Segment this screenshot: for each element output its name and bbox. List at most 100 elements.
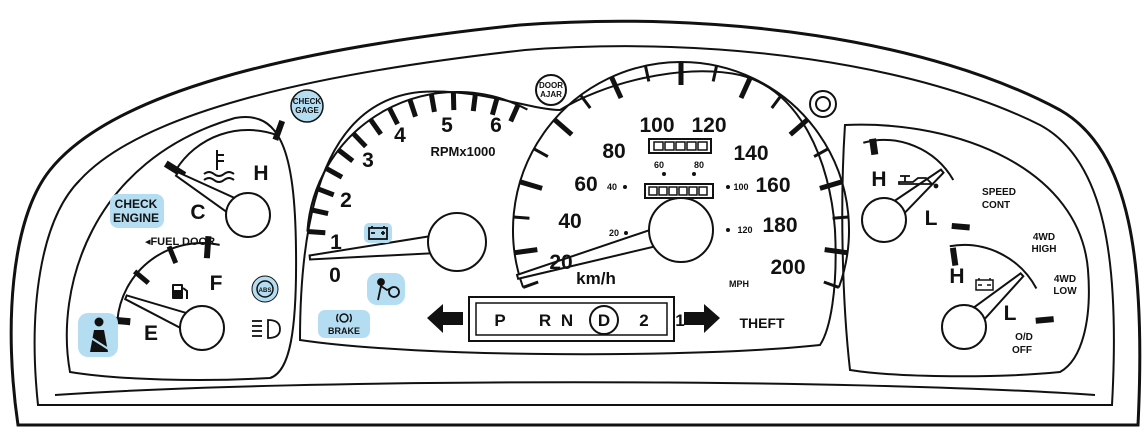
gear-position-n: N — [561, 311, 573, 330]
speed-number-60: 60 — [574, 173, 597, 196]
tach-tick — [325, 166, 344, 180]
coolant-arc — [175, 129, 278, 171]
abs-ring — [256, 280, 274, 298]
speed-number-40: 40 — [558, 210, 581, 233]
speed-number-140: 140 — [733, 142, 768, 165]
trip-odometer-digits — [653, 141, 708, 151]
speed-control-label-line1: SPEED — [982, 187, 1016, 198]
speed-number-180: 180 — [762, 214, 797, 237]
brake-icon — [336, 313, 352, 323]
mph-dot-80 — [692, 172, 696, 176]
mph-dot-20 — [624, 231, 628, 235]
tach-number-3: 3 — [362, 149, 374, 172]
mph-number-20: 20 — [609, 228, 619, 238]
cluster-inner-bezel — [33, 45, 1115, 406]
gear-position-1: 1 — [675, 311, 684, 330]
fuel-door-note: ◂FUEL DOOR — [145, 236, 215, 248]
speed-tick — [552, 117, 574, 137]
gear-current-highlight — [589, 305, 619, 335]
speed-tick — [579, 94, 592, 109]
door-ajar-indicator — [535, 74, 567, 106]
speed-outer-arc — [512, 60, 850, 288]
check-gage-label-line2: GAGE — [295, 106, 319, 115]
mph-dot-120 — [726, 228, 730, 232]
coolant-needle-hub — [225, 192, 271, 238]
speed-tick — [609, 76, 624, 100]
tach-tick — [351, 131, 368, 149]
oil-low-label: L — [925, 207, 938, 230]
tach-number-1: 1 — [330, 231, 342, 254]
battery-icon — [368, 226, 388, 240]
voltage-arc — [949, 244, 1038, 289]
tach-tick — [307, 229, 326, 236]
mph-dot-40 — [623, 185, 627, 189]
speed-number-80: 80 — [602, 140, 625, 163]
door-ajar-label-line1: DOOR — [539, 81, 563, 90]
tach-number-6: 6 — [490, 114, 502, 137]
speed-tick — [643, 65, 651, 82]
oil-low-tick — [951, 222, 970, 231]
speed-tick — [770, 94, 783, 109]
voltage-high-label: H — [949, 265, 964, 288]
odometer-digits — [648, 186, 708, 196]
tach-tick — [407, 98, 418, 118]
speed-number-100: 100 — [639, 114, 674, 137]
fuel-empty-label: E — [144, 322, 158, 345]
coolant-temperature-icon — [203, 150, 235, 183]
tach-tick — [368, 118, 383, 136]
tach-tick — [309, 207, 329, 216]
od-off-label-line2: OFF — [1012, 345, 1032, 356]
oil-high-tick — [869, 138, 879, 156]
mph-unit-label: MPH — [729, 279, 749, 289]
gear-selector-outer-frame — [468, 296, 675, 342]
high-beam-icon — [252, 319, 281, 339]
oil-high-label: H — [871, 168, 886, 191]
speed-tick — [711, 65, 719, 82]
tach-tick — [337, 147, 355, 163]
speed-unit-kmh: km/h — [576, 269, 616, 288]
4wd-high-label-line1: 4WD — [1033, 232, 1055, 243]
trip-odometer — [648, 138, 712, 154]
speed-number-200: 200 — [770, 256, 805, 279]
brake-label: BRAKE — [328, 326, 360, 336]
speed-tick — [813, 147, 829, 158]
tach-number-2: 2 — [340, 189, 352, 212]
speed-tick — [513, 215, 530, 220]
speed-tick — [824, 247, 848, 256]
fuel-full-tick — [203, 236, 212, 259]
oil-pressure-icon — [898, 175, 939, 189]
tach-tick — [508, 103, 521, 123]
4wd-low-label-line1: 4WD — [1054, 274, 1076, 285]
tach-number-0: 0 — [329, 264, 341, 287]
abs-indicator — [251, 275, 279, 303]
tach-number-5: 5 — [441, 114, 453, 137]
tach-tick — [470, 92, 478, 112]
fuel-half-tick — [166, 245, 179, 265]
4wd-high-label-line2: HIGH — [1032, 244, 1057, 255]
cluster-lower-trim — [54, 381, 1096, 396]
tach-tick — [428, 93, 437, 113]
check-engine-indicator — [110, 194, 164, 228]
mph-dot-60 — [662, 172, 666, 176]
check-engine-label-line2: ENGINE — [113, 211, 159, 225]
seatbelt-icon — [87, 317, 111, 352]
right-gauge-pod — [841, 123, 1090, 378]
speed-number-20: 20 — [549, 251, 572, 274]
gear-position-r: R — [539, 311, 551, 330]
speed-tick — [823, 280, 840, 289]
speed-tick — [522, 280, 539, 289]
voltage-low-label: L — [1004, 302, 1017, 325]
fuel-arc — [116, 242, 220, 321]
gear-position-d: D — [598, 311, 610, 330]
gear-position-2: 2 — [639, 311, 648, 330]
mph-number-100: 100 — [733, 182, 748, 192]
coolant-high-tick — [272, 120, 286, 141]
check-gage-indicator — [290, 89, 324, 123]
tach-number-4: 4 — [394, 124, 406, 147]
speed-number-160: 160 — [755, 174, 790, 197]
speed-needle-hub — [648, 197, 714, 263]
mph-number-40: 40 — [607, 182, 617, 192]
speed-tick — [788, 117, 810, 137]
